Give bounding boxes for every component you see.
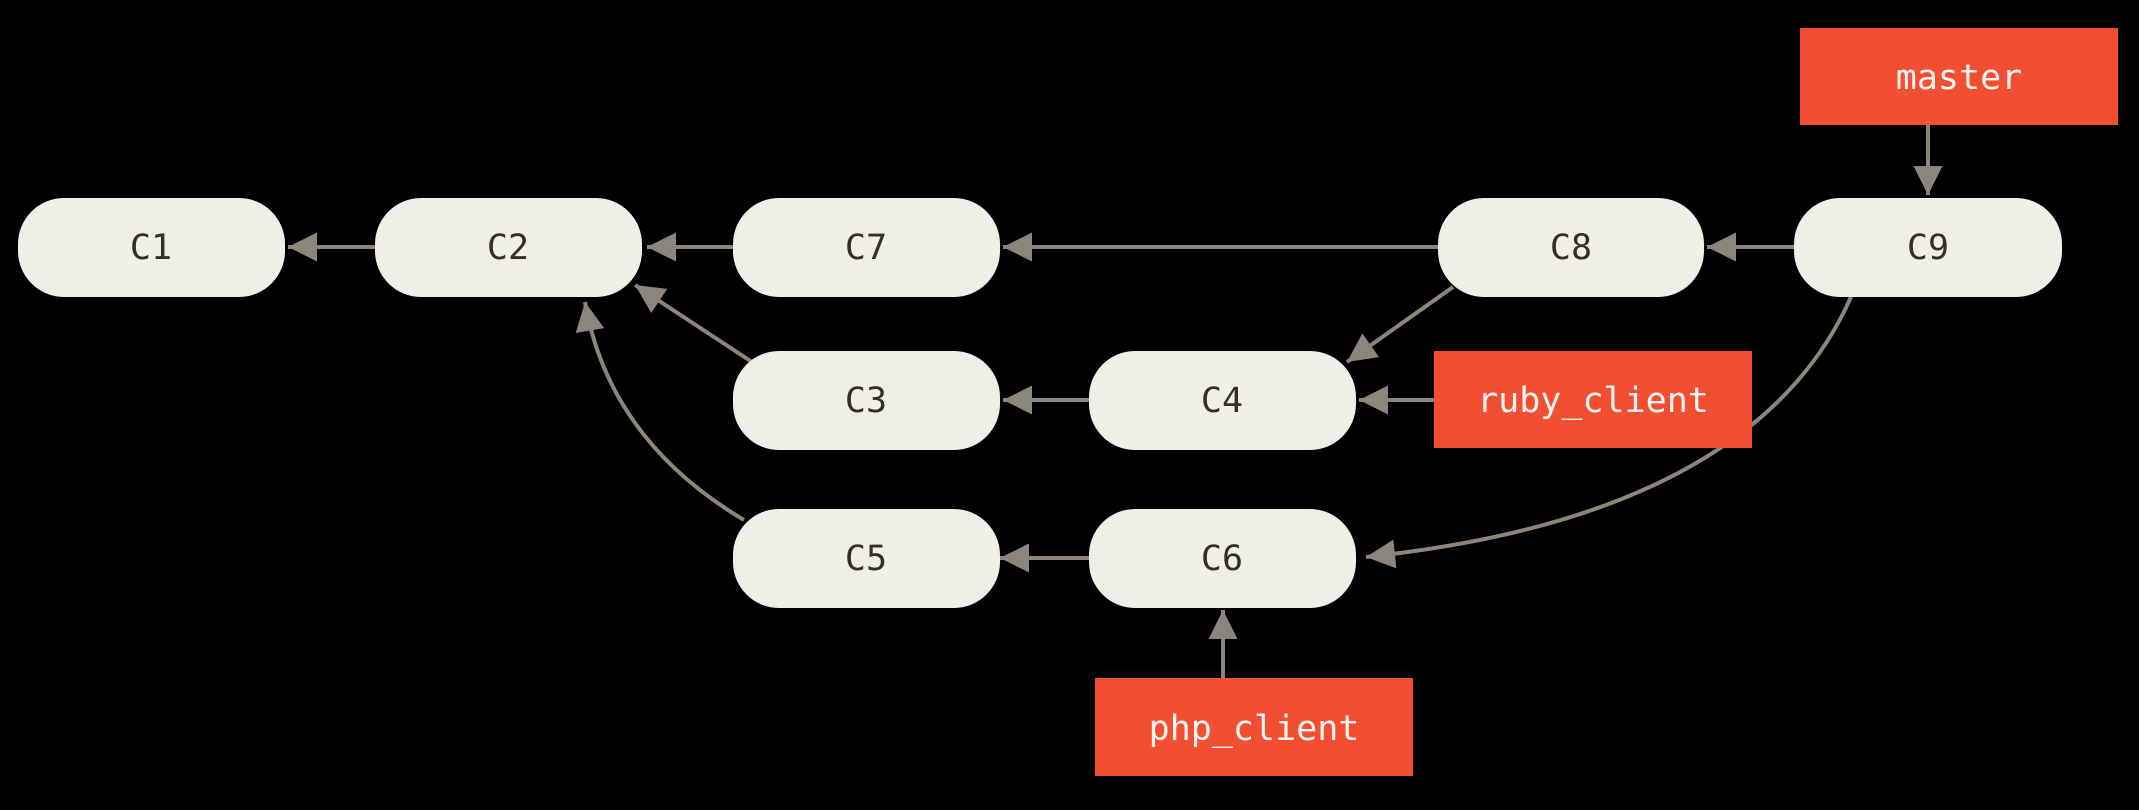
commit-node-c1: C1 <box>18 198 285 297</box>
commit-pill-c7 <box>733 198 1000 297</box>
branch-text-master: master <box>1896 58 2022 98</box>
commit-label-c5: C5 <box>845 539 887 579</box>
commit-pill-c5 <box>733 509 1000 608</box>
commit-pill-c9 <box>1794 198 2062 297</box>
edge-c3-to-c2 <box>633 283 754 364</box>
commit-label-c9: C9 <box>1907 228 1949 268</box>
branch-label-ruby-client: ruby_client <box>1434 351 1752 448</box>
branch-labels: master ruby_client php_client <box>1095 28 2118 776</box>
edges <box>288 125 1943 678</box>
branch-text-php-client: php_client <box>1149 709 1360 749</box>
commit-label-c6: C6 <box>1201 539 1243 579</box>
commit-label-c7: C7 <box>845 228 887 268</box>
commit-node-c4: C4 <box>1089 351 1356 450</box>
commit-nodes: C1 C2 C7 C8 C9 C3 C4 C5 <box>18 198 2062 608</box>
commit-pill-c6 <box>1089 509 1356 608</box>
branch-box-ruby-client <box>1434 351 1752 448</box>
commit-node-c8: C8 <box>1438 198 1704 297</box>
commit-label-c2: C2 <box>487 228 529 268</box>
commit-label-c4: C4 <box>1201 381 1243 421</box>
commit-pill-c3 <box>733 351 1000 450</box>
commit-label-c8: C8 <box>1550 228 1592 268</box>
commit-label-c3: C3 <box>845 381 887 421</box>
commit-node-c5: C5 <box>733 509 1000 608</box>
commit-pill-c2 <box>375 198 642 297</box>
commit-pill-c8 <box>1438 198 1704 297</box>
commit-node-c2: C2 <box>375 198 642 297</box>
branch-box-php-client <box>1095 678 1413 776</box>
commit-node-c6: C6 <box>1089 509 1356 608</box>
commit-node-c7: C7 <box>733 198 1000 297</box>
commit-pill-c4 <box>1089 351 1356 450</box>
commit-node-c3: C3 <box>733 351 1000 450</box>
branch-label-master: master <box>1800 28 2118 125</box>
commit-label-c1: C1 <box>130 228 172 268</box>
branch-box-master <box>1800 28 2118 125</box>
branch-text-ruby-client: ruby_client <box>1477 381 1709 421</box>
commit-node-c9: C9 <box>1794 198 2062 297</box>
edge-c8-to-c4 <box>1345 285 1455 364</box>
edge-c5-to-c2 <box>575 301 746 522</box>
commit-pill-c1 <box>18 198 285 297</box>
edge-c9-to-c6 <box>1365 296 1853 569</box>
branch-label-php-client: php_client <box>1095 678 1413 776</box>
